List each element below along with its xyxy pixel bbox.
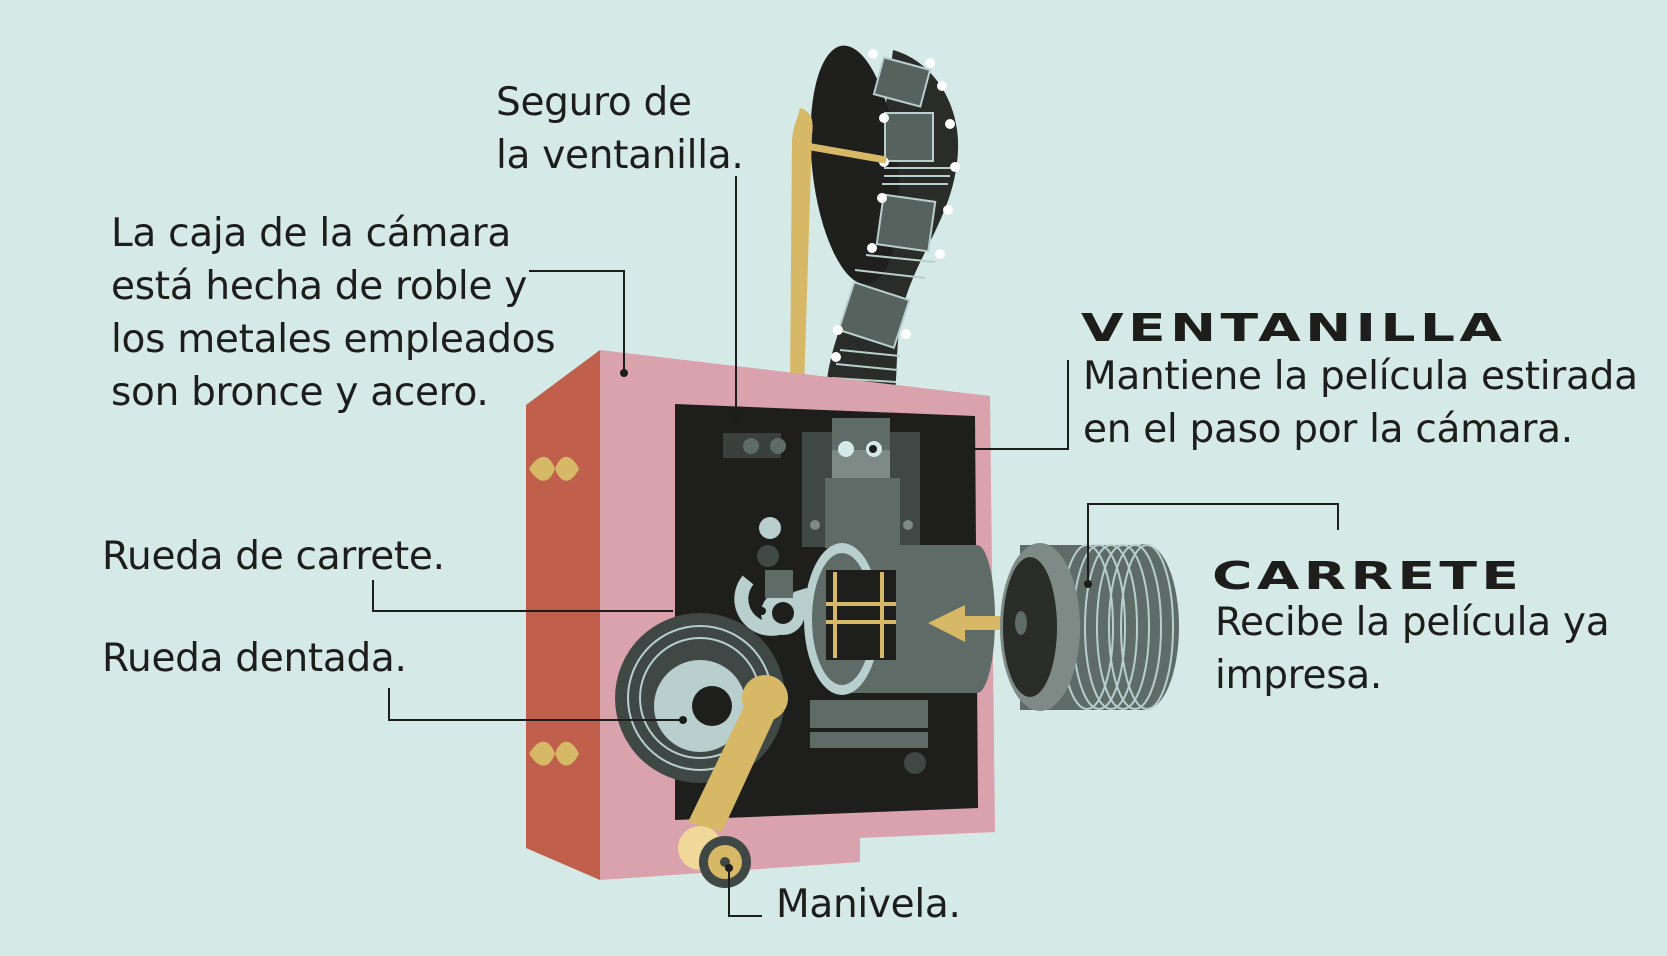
label-seguro-line-1: Seguro de xyxy=(496,80,692,125)
label-seguro-ventanilla: Seguro de la ventanilla. xyxy=(496,76,744,182)
label-ventanilla-line-2: en el paso por la cámara. xyxy=(1083,407,1573,452)
label-caja-camara: La caja de la cámara está hecha de roble… xyxy=(111,207,556,419)
label-caja-line-2: está hecha de roble y xyxy=(111,264,528,309)
label-carrete-line-1: Recibe la película ya xyxy=(1215,600,1610,645)
label-manivela: Manivela. xyxy=(776,878,961,931)
leader-dots xyxy=(620,369,1092,872)
label-rueda-dentada-text: Rueda dentada. xyxy=(102,636,407,681)
mechanism xyxy=(615,418,1006,888)
label-ventanilla: Mantiene la película estirada en el paso… xyxy=(1083,350,1638,456)
label-caja-line-4: son bronce y acero. xyxy=(111,370,489,415)
label-rueda-dentada: Rueda dentada. xyxy=(102,632,407,685)
label-seguro-line-2: la ventanilla. xyxy=(496,133,744,178)
label-rueda-carrete-text: Rueda de carrete. xyxy=(102,534,445,579)
leader-lines xyxy=(372,176,1339,917)
ventanilla-title: VENTANILLA xyxy=(1081,306,1507,350)
label-ventanilla-line-1: Mantiene la película estirada xyxy=(1083,354,1638,399)
label-caja-line-1: La caja de la cámara xyxy=(111,211,511,256)
carrete-title: CARRETE xyxy=(1212,554,1524,598)
label-carrete-line-2: impresa. xyxy=(1215,653,1382,698)
reel xyxy=(1000,543,1179,711)
label-manivela-text: Manivela. xyxy=(776,882,961,927)
label-rueda-carrete: Rueda de carrete. xyxy=(102,530,445,583)
label-caja-line-3: los metales empleados xyxy=(111,317,556,362)
label-carrete: Recibe la película ya impresa. xyxy=(1215,596,1610,702)
film-strip xyxy=(790,45,960,390)
